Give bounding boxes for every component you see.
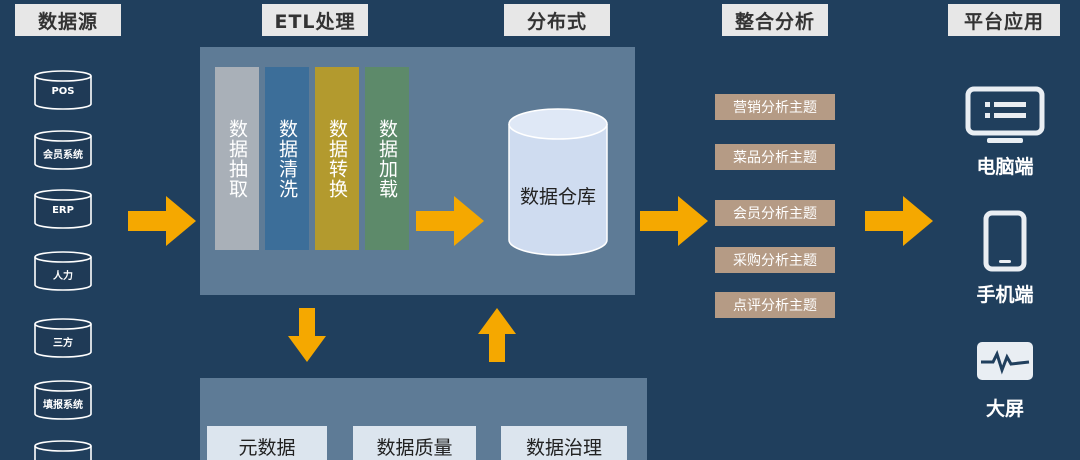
flow-arrow-up (478, 308, 516, 362)
etl-step-clean: 数据清洗 (265, 67, 309, 250)
source-hr: 人力 (33, 251, 93, 291)
platform-label-pc: 电脑端 (976, 156, 1034, 178)
phone-icon (983, 210, 1027, 272)
database-icon (34, 70, 92, 110)
source-erp: ERP (33, 189, 93, 229)
topic-member: 会员分析主题 (715, 200, 835, 226)
source-label: 三方 (53, 338, 73, 349)
source-report-system: 填报系统 (33, 380, 93, 420)
database-icon (34, 251, 92, 291)
source-partial (33, 440, 93, 460)
platform-label-mobile: 手机端 (976, 284, 1034, 306)
etl-step-label: 数据清洗 (276, 119, 298, 199)
flow-arrow-right (640, 196, 708, 246)
database-icon (34, 130, 92, 170)
etl-step-extract: 数据抽取 (215, 67, 259, 250)
mgmt-data-quality: 数据质量 (353, 426, 476, 460)
mgmt-metadata: 元数据 (207, 426, 327, 460)
source-label: 人力 (53, 271, 73, 282)
source-label: 填报系统 (43, 400, 83, 411)
header-sources: 数据源 (15, 4, 121, 36)
source-pos: POS (33, 70, 93, 110)
warehouse-label: 数据仓库 (519, 186, 596, 208)
database-icon (34, 380, 92, 420)
etl-step-label: 数据转换 (326, 119, 348, 199)
source-label: ERP (52, 205, 74, 216)
etl-step-transform: 数据转换 (315, 67, 359, 250)
flow-arrow-right (865, 196, 933, 246)
warehouse-cylinder-icon (508, 108, 608, 256)
topic-marketing: 营销分析主题 (715, 94, 835, 120)
etl-step-label: 数据加载 (376, 119, 398, 199)
etl-step-label: 数据抽取 (226, 119, 248, 199)
source-third-party: 三方 (33, 318, 93, 358)
data-warehouse: 数据仓库 (508, 108, 608, 258)
platform-label-bigscreen: 大屏 (985, 398, 1024, 420)
dashboard-screen-icon (977, 342, 1033, 380)
topic-purchasing: 采购分析主题 (715, 247, 835, 273)
header-platform: 平台应用 (948, 4, 1060, 36)
source-label: POS (51, 86, 75, 97)
topic-reviews: 点评分析主题 (715, 292, 835, 318)
header-distributed: 分布式 (504, 4, 610, 36)
flow-arrow-right (416, 196, 484, 246)
header-analysis: 整合分析 (722, 4, 828, 36)
topic-dishes: 菜品分析主题 (715, 144, 835, 170)
database-icon (34, 189, 92, 229)
database-icon (34, 440, 92, 460)
mgmt-data-governance: 数据治理 (501, 426, 627, 460)
monitor-icon (965, 86, 1045, 143)
database-icon (34, 318, 92, 358)
source-label: 会员系统 (43, 150, 83, 161)
flow-arrow-right (128, 196, 196, 246)
flow-arrow-down (288, 308, 326, 362)
etl-step-load: 数据加载 (365, 67, 409, 250)
source-member-system: 会员系统 (33, 130, 93, 170)
header-etl: ETL处理 (262, 4, 368, 36)
